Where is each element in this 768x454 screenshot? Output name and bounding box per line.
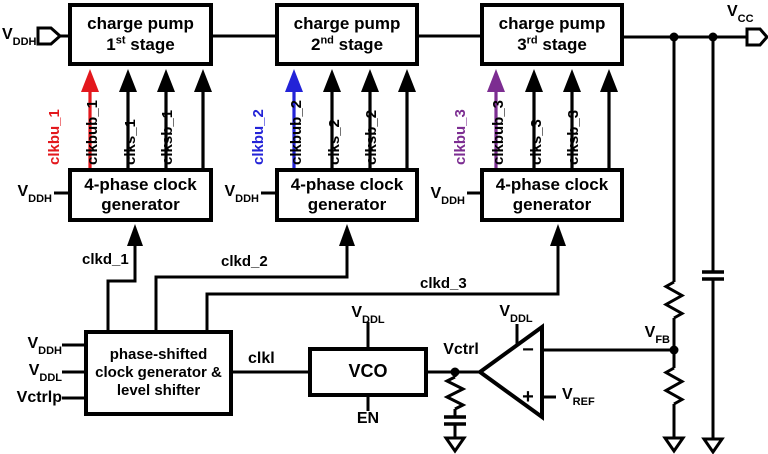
clock-arrow [361, 69, 379, 168]
block-title: VCO [348, 361, 388, 382]
arrowhead-clkd2 [339, 224, 355, 246]
comparator-vddl-label: VDDL [499, 303, 533, 326]
block-title-line2: generator [512, 195, 592, 214]
clock-arrow [487, 69, 505, 168]
block-title-line1: charge pump [498, 14, 606, 34]
clock-signal-label: clkbub_1 [84, 99, 101, 165]
clock-signal-label: clks_1 [122, 119, 139, 165]
resistor-symbol [443, 375, 467, 411]
block-title-line2: generator [307, 195, 387, 214]
clock-arrow [398, 69, 416, 168]
clkl-label: clkl [248, 350, 275, 367]
clock-arrow [285, 69, 303, 168]
clock-arrow [323, 69, 341, 168]
block-title-line1: charge pump [87, 14, 194, 34]
vco-block: VCO [308, 347, 428, 397]
junction-dot [708, 32, 718, 42]
resistor-symbol [662, 280, 686, 320]
wires [54, 34, 748, 439]
clkd1-label: clkd_1 [82, 251, 129, 268]
block-title-line2: 2nd stage [310, 33, 384, 54]
minus-sign: − [522, 339, 534, 361]
clock-signal-label: clks_2 [326, 119, 343, 165]
clock-signal-label: clkbu_1 [46, 109, 63, 165]
clock-signal-label: clkbub_2 [288, 99, 305, 165]
phase-vddh-label: VDDH [27, 335, 62, 358]
junction-dot [450, 367, 460, 377]
clock-signal-label: clksb_1 [159, 109, 176, 165]
arrowhead-clkd3 [550, 224, 566, 246]
block-title-line1: 4-phase clock [84, 174, 197, 194]
clock-signal-label: clks_3 [528, 119, 545, 165]
clock-generator-3-block: 4-phase clock generator [480, 168, 624, 222]
block-title-line2: generator [101, 195, 180, 214]
vctrl-label: Vctrl [443, 341, 479, 358]
opamp-triangle [476, 323, 544, 421]
block-title-line1: 4-phase clock [495, 174, 609, 194]
output-port-icon [745, 27, 768, 47]
block-title-line2: clock generator & [95, 364, 222, 382]
clock-arrow [157, 69, 175, 168]
clock-arrow [600, 69, 618, 168]
resistor-symbol [662, 366, 686, 406]
gen3-vddh-label: VDDH [430, 185, 465, 208]
charge-pump-1-block: charge pump 1st stage [68, 3, 213, 66]
wire-clkd3 [205, 240, 560, 330]
clock-arrow [525, 69, 543, 168]
ground-symbol [443, 436, 467, 454]
arrowhead-clkd1 [127, 224, 143, 246]
wire-clkd2 [154, 240, 349, 330]
vcc-output-label: VCC [727, 3, 754, 26]
clock-arrow [81, 69, 99, 168]
charge-pump-3-block: charge pump 3rd stage [480, 3, 624, 66]
vco-vddl-label: VDDL [351, 304, 385, 327]
junction-dot [669, 32, 679, 42]
clock-signal-label: clksb_2 [363, 109, 380, 165]
clock-signal-label: clkbu_3 [452, 109, 469, 165]
phase-vctrlp-label: Vctrlp [16, 389, 62, 406]
charge-pump-2-block: charge pump 2nd stage [275, 3, 419, 66]
input-port-icon [36, 26, 63, 46]
block-title-line3: level shifter [116, 381, 201, 399]
block-title-line1: charge pump [293, 14, 401, 34]
block-title-line1: phase-shifted [109, 346, 208, 364]
phase-shift-block: phase-shifted clock generator & level sh… [84, 330, 233, 416]
phase-vddl-label: VDDL [28, 362, 62, 385]
clock-signal-label: clkbub_3 [490, 99, 507, 165]
gen1-vddh-label: VDDH [17, 183, 52, 206]
gen2-vddh-label: VDDH [224, 183, 259, 206]
clock-arrow [194, 69, 212, 168]
ground-symbol [701, 437, 725, 454]
vfb-label: VFB [644, 324, 670, 347]
wire-clkd1 [106, 240, 137, 330]
clock-arrow [119, 69, 137, 168]
clock-generator-1-block: 4-phase clock generator [68, 168, 213, 222]
vco-en-label: EN [356, 410, 380, 427]
vref-label: VREF [562, 386, 595, 409]
clock-generator-2-block: 4-phase clock generator [275, 168, 419, 222]
vddh-input-label: VDDH [2, 26, 37, 49]
plus-sign: + [522, 386, 534, 408]
ground-symbol [662, 436, 686, 454]
block-title-line2: 1st stage [106, 33, 175, 54]
block-title-line2: 3rd stage [517, 33, 587, 54]
clock-signal-label: clksb_3 [565, 109, 582, 165]
clock-signal-label: clkbu_2 [250, 109, 267, 165]
clkd2-label: clkd_2 [221, 253, 268, 270]
block-title-line1: 4-phase clock [290, 174, 404, 194]
clock-arrow [563, 69, 581, 168]
clkd3-label: clkd_3 [420, 275, 467, 292]
junction-dot [669, 345, 679, 355]
